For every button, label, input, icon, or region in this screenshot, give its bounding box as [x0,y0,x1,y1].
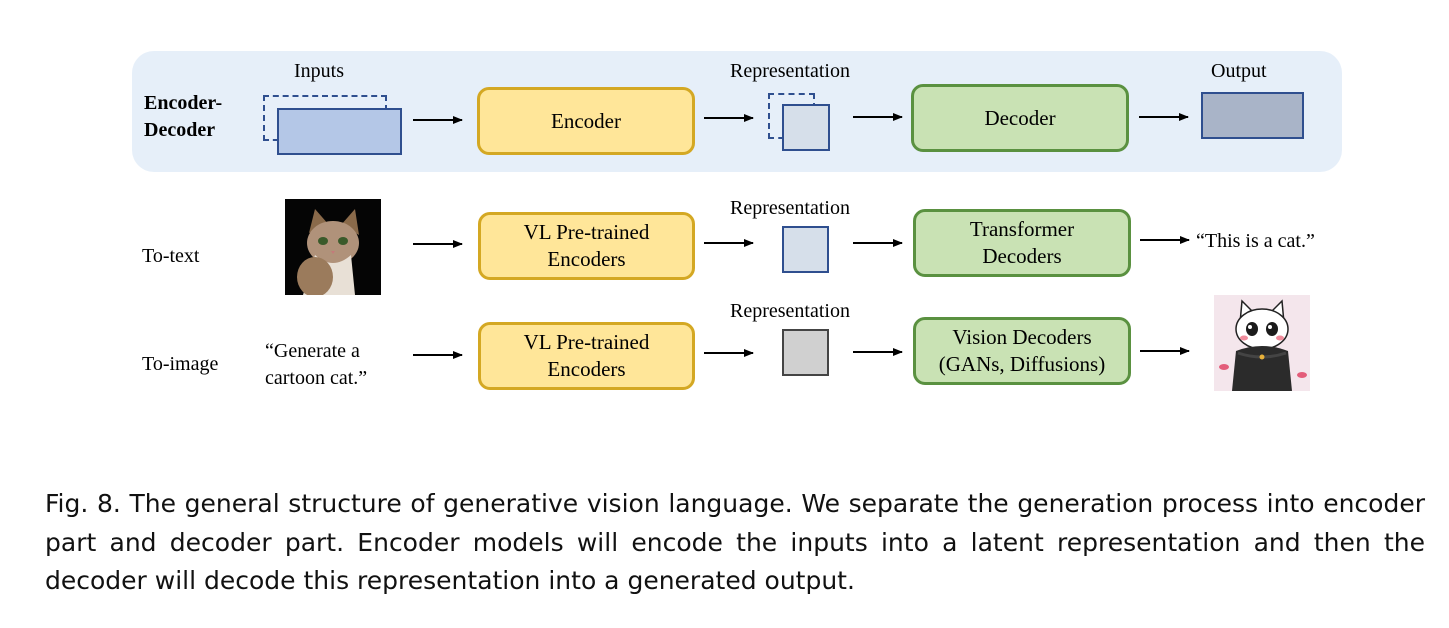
input-prompt-text: “Generate a cartoon cat.” [265,340,368,389]
transformer-decoder-box: Transformer Decoders [913,209,1131,277]
output-label: Output [1211,60,1267,82]
representation-label-1: Representation [730,60,850,82]
representation-stack-front [782,104,830,151]
representation-square-text [782,226,829,273]
row-label-encoder-decoder: Encoder- Decoder [144,92,223,141]
transformer-decoder-label: Transformer Decoders [969,217,1075,268]
cartoon-cat-image [1214,295,1310,391]
vl-encoder-label-text: VL Pre-trained Encoders [523,220,650,271]
decoder-box: Decoder [911,84,1129,152]
vision-decoder-box: Vision Decoders (GANs, Diffusions) [913,317,1131,385]
inputs-label: Inputs [294,60,344,82]
vision-decoder-label: Vision Decoders (GANs, Diffusions) [938,325,1106,376]
vl-encoder-label-image: VL Pre-trained Encoders [523,330,650,381]
row-label-to-text: To-text [142,245,200,267]
output-box [1201,92,1304,139]
representation-square-image [782,329,829,376]
representation-label-2: Representation [730,197,850,219]
encoder-box: Encoder [477,87,695,155]
vl-encoder-box-text: VL Pre-trained Encoders [478,212,695,280]
cat-photo [285,199,381,295]
output-text: “This is a cat.” [1196,230,1315,252]
representation-label-3: Representation [730,300,850,322]
input-stack-front [277,108,402,155]
row-label-to-image: To-image [142,353,219,375]
vl-encoder-box-image: VL Pre-trained Encoders [478,322,695,390]
figure-caption: Fig. 8. The general structure of generat… [45,489,1425,595]
